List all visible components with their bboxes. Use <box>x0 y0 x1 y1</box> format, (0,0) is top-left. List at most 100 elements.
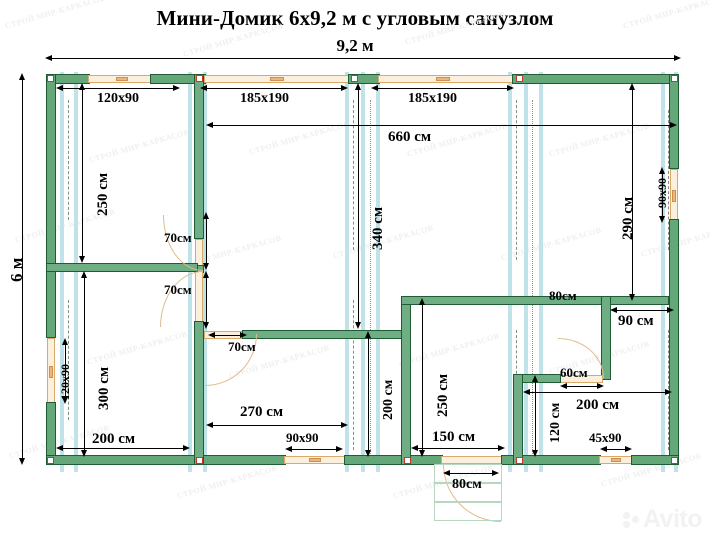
arrow-up <box>78 83 85 90</box>
watermark-tile: СТРОЙ МИР-КАРКАСОВ <box>548 121 651 159</box>
interior-wall-wc-left <box>601 296 611 380</box>
dimension-label-wc-wall: 80см <box>549 288 577 303</box>
arrow-left <box>411 444 418 451</box>
junction-post <box>404 457 411 464</box>
arrow-down <box>80 450 87 457</box>
arrow-up <box>628 83 635 90</box>
dimension-label-door-70b: 70см <box>164 282 192 297</box>
dimension-label-span-200v: 200 см <box>381 379 396 420</box>
arrow-right <box>625 445 632 452</box>
stud-guide <box>508 72 512 472</box>
arrow-right <box>498 444 505 451</box>
watermark-tile: СТРОЙ МИР-КАРКАСОВ <box>86 329 189 367</box>
window-sash <box>116 77 128 81</box>
porch-step <box>434 464 502 483</box>
avito-logo-icon <box>622 511 640 528</box>
dimension-line-overall-width <box>52 58 674 59</box>
dimension-line-window-bottom-mid <box>292 449 336 450</box>
arrow-up <box>18 73 25 80</box>
dimension-label-door-70a: 70см <box>164 230 192 245</box>
arrow-left <box>206 121 213 128</box>
arrow-right <box>492 469 499 476</box>
dimension-label-window-bottom-mid: 90x90 <box>286 430 319 445</box>
porch-step <box>434 483 502 502</box>
corner-post <box>47 75 54 82</box>
dimension-line-span-340 <box>358 90 359 322</box>
arrow-left <box>45 54 52 61</box>
dimension-label-room2-width: 200 см <box>92 431 136 447</box>
arrow-left <box>523 388 530 395</box>
arrow-down <box>202 263 209 270</box>
dimension-label-bath-offset: 120 см <box>548 402 563 443</box>
window-sash <box>436 77 450 81</box>
junction-post <box>516 75 523 82</box>
centerline <box>68 100 69 220</box>
dimension-label-window-right: 90x90 <box>655 178 669 208</box>
dimension-label-entry-door: 80см <box>452 477 482 492</box>
arrow-right <box>336 445 343 452</box>
junction-post <box>196 457 203 464</box>
arrow-down <box>628 294 635 301</box>
entrance-door-opening <box>441 456 503 464</box>
exterior-wall-left <box>46 74 56 338</box>
arrow-left <box>206 421 213 428</box>
arrow-left <box>285 445 292 452</box>
corner-post <box>671 75 678 82</box>
arrow-left <box>371 84 378 91</box>
dimension-line-window-top-mid1 <box>207 88 341 89</box>
stud-guide <box>524 72 528 472</box>
dimension-line-wc-width <box>617 310 667 311</box>
dimension-label-span-290: 290 см <box>620 196 636 240</box>
arrow-right <box>341 84 348 91</box>
stud-guide <box>74 72 78 472</box>
door-swing-arc <box>160 271 203 327</box>
window-sash <box>270 77 284 81</box>
dimension-line-bath-door <box>567 386 597 387</box>
overall-width-label: 9,2 м <box>336 36 374 55</box>
junction-post <box>196 75 203 82</box>
dimension-line-door-70c <box>215 335 240 336</box>
dimension-line-window-left <box>65 345 66 397</box>
watermark-tile: СТРОЙ МИР-КАРКАСОВ <box>398 331 501 369</box>
stud-guide <box>376 72 380 472</box>
arrow-right <box>341 421 348 428</box>
dimension-label-window-top-left: 120x90 <box>97 91 139 106</box>
interior-wall-hall-bottom <box>242 330 404 339</box>
arrow-up <box>80 271 87 278</box>
porch-step <box>434 502 502 521</box>
dimension-line-hall-width <box>213 425 341 426</box>
arrow-down <box>354 322 361 329</box>
dimension-line-room2-height <box>84 278 85 450</box>
dimension-label-window-left: 120x90 <box>58 364 72 400</box>
stud-guide <box>188 72 192 472</box>
exterior-wall-bottom <box>344 455 443 465</box>
arrow-left <box>200 84 207 91</box>
centerline <box>532 100 533 460</box>
arrow-right <box>670 121 677 128</box>
interior-wall-left-horizontal <box>46 263 198 272</box>
interior-wall-bath-left <box>513 374 523 465</box>
centerline <box>353 300 354 450</box>
dimension-line-room3-width <box>418 448 498 449</box>
centerline <box>668 110 669 250</box>
arrow-down <box>531 450 538 457</box>
arrow-up <box>658 167 665 174</box>
arrow-down <box>202 322 209 329</box>
exterior-wall-right <box>669 219 679 465</box>
arrow-left <box>208 331 215 338</box>
centerline <box>516 100 517 260</box>
arrow-down <box>78 256 85 263</box>
arrow-left <box>600 445 607 452</box>
centerline <box>370 100 371 460</box>
dimension-label-span-660: 660 см <box>388 129 432 145</box>
corner-post <box>671 457 678 464</box>
arrow-right <box>183 444 190 451</box>
dimension-label-room3-width: 150 см <box>432 429 476 445</box>
dimension-line-span-290 <box>632 90 633 294</box>
window-sash <box>309 458 321 462</box>
arrow-up <box>364 331 371 338</box>
arrow-left <box>56 444 63 451</box>
dimension-line-span-660 <box>213 125 670 126</box>
stud-guide <box>539 72 543 472</box>
dimension-label-room1-height: 250 см <box>95 172 111 216</box>
